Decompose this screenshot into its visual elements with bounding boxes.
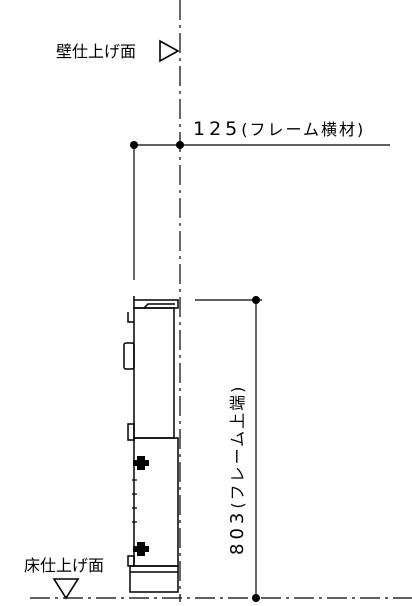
side-latch — [127, 423, 135, 441]
base-plinth — [129, 565, 179, 593]
vertical-dim-value: 803 — [227, 509, 248, 555]
unit-side-view — [123, 296, 179, 593]
upper-panel — [133, 307, 175, 439]
horizontal-dim-dot-right — [176, 141, 184, 149]
horizontal-dim-note: (フレーム横材) — [241, 120, 365, 139]
vertical-dimension: 803(フレーム上端) — [195, 296, 262, 602]
wall-finish-label: 壁仕上げ面 — [56, 42, 136, 61]
side-handle — [123, 342, 135, 370]
horizontal-dimension: 125(フレーム横材) — [130, 118, 390, 280]
valve-upper-icon — [133, 456, 149, 470]
floor-finish-triangle-icon — [52, 578, 80, 600]
side-clip — [127, 555, 135, 567]
vertical-dim-dot-top — [252, 296, 260, 304]
valve-lower-icon — [133, 542, 149, 556]
horizontal-dim-dot-left — [130, 141, 138, 149]
pipe-stub-marks — [132, 479, 137, 523]
floor-finish-label: 床仕上げ面 — [24, 556, 104, 575]
horizontal-dim-value: 125 — [193, 118, 241, 140]
vertical-dim-dot-bottom — [252, 594, 260, 602]
vertical-dim-note: (フレーム上端) — [228, 385, 247, 509]
vertical-dim-text: 803(フレーム上端) — [227, 385, 248, 555]
upper-hook — [127, 312, 134, 323]
horizontal-dim-text: 125(フレーム横材) — [193, 118, 365, 140]
frame-bevel — [143, 303, 175, 309]
wall-finish-triangle-icon — [159, 39, 180, 63]
